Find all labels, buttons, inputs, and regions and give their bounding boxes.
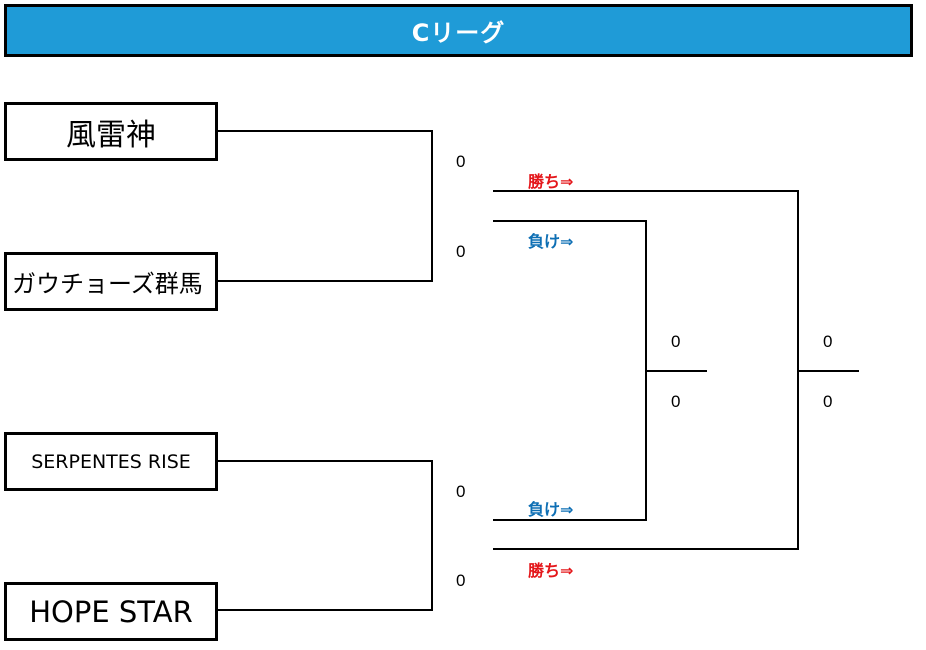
- league-title: Cリーグ: [411, 19, 506, 47]
- team-box-4: HOPE STAR: [4, 582, 218, 641]
- semifinal-1-connector: [218, 130, 433, 282]
- semifinal-1-win-label: 勝ち⇒: [528, 172, 574, 191]
- semifinal-2-connector: [218, 460, 433, 611]
- semifinal-2-win-label: 勝ち⇒: [528, 561, 574, 580]
- semifinal-2-score-top: 0: [456, 482, 466, 501]
- league-header: Cリーグ: [4, 4, 913, 57]
- semifinal-2-lose-label: 負け⇒: [528, 500, 574, 519]
- team-name: 風雷神: [66, 117, 156, 153]
- semifinal-1-lose-label: 負け⇒: [528, 232, 574, 251]
- losers-bracket-line: [493, 220, 647, 521]
- team-box-2: ガウチョーズ群馬: [4, 252, 218, 311]
- semifinal-1-score-bottom: 0: [456, 242, 466, 261]
- semifinal-2-score-bottom: 0: [456, 571, 466, 590]
- team-name: ガウチョーズ群馬: [12, 270, 203, 298]
- team-name: SERPENTES RISE: [31, 450, 191, 473]
- team-box-3: SERPENTES RISE: [4, 432, 218, 491]
- team-box-1: 風雷神: [4, 102, 218, 161]
- losers-match-score-top: 0: [671, 332, 681, 351]
- winners-match-score-top: 0: [823, 332, 833, 351]
- winners-match-score-bottom: 0: [823, 392, 833, 411]
- losers-match-score-bottom: 0: [671, 392, 681, 411]
- team-name: HOPE STAR: [29, 594, 193, 629]
- semifinal-1-score-top: 0: [456, 152, 466, 171]
